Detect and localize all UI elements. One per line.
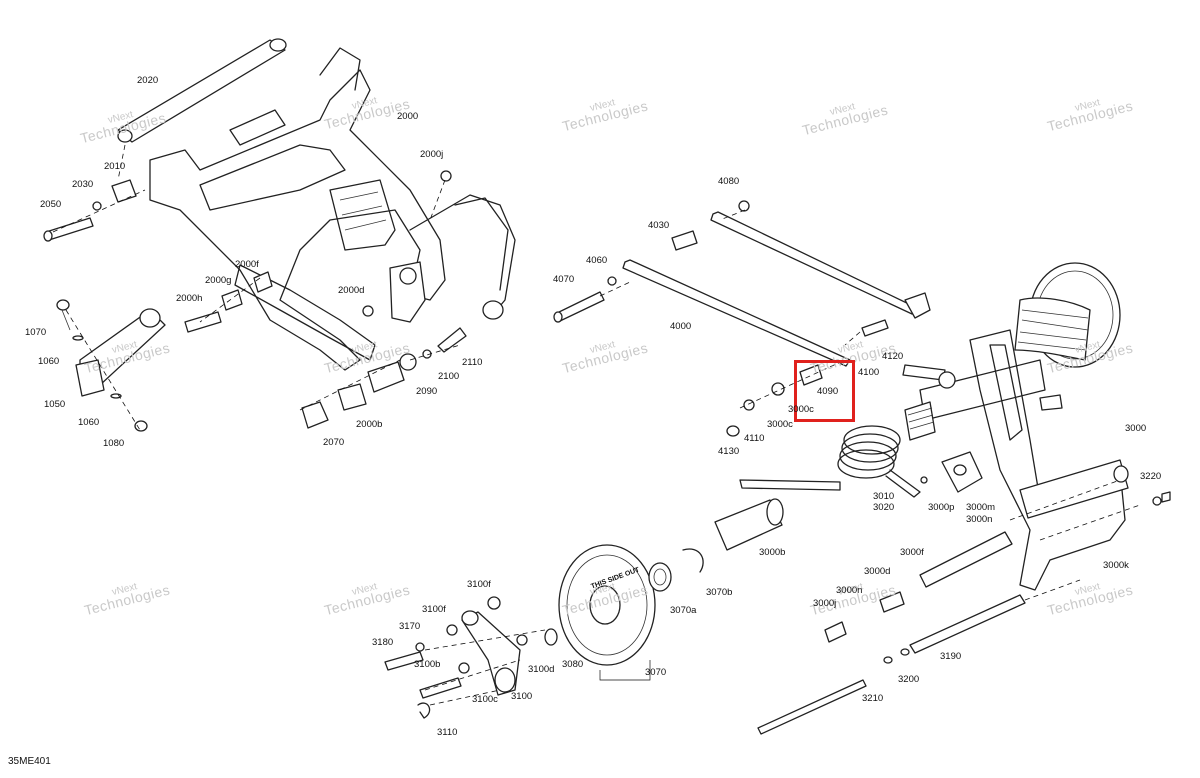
part-label-3210[interactable]: 3210 (862, 693, 884, 704)
link-3100 (384, 596, 546, 719)
part-label-3100[interactable]: 3100 (511, 691, 533, 702)
part-label-3000n-lower[interactable]: 3000n (836, 585, 863, 596)
part-label-3000m[interactable]: 3000m (966, 502, 996, 513)
part-label-3010[interactable]: 3010 (873, 491, 895, 502)
part-label-3000c[interactable]: 3000c (788, 404, 814, 415)
part-label-4100[interactable]: 4100 (858, 367, 880, 378)
part-label-1050[interactable]: 1050 (44, 399, 66, 410)
highlight-box-4090 (794, 360, 855, 422)
part-label-4000[interactable]: 4000 (670, 321, 692, 332)
part-label-3000c-lower[interactable]: 3000c (767, 419, 793, 430)
rails-4000 (553, 200, 931, 437)
part-label-2000b[interactable]: 2000b (356, 419, 383, 430)
torsion-spring-3010 (739, 425, 921, 498)
part-label-3170[interactable]: 3170 (399, 621, 421, 632)
part-label-3110[interactable]: 3110 (437, 727, 458, 738)
part-label-2000d[interactable]: 2000d (338, 285, 365, 296)
part-label-3100c[interactable]: 3100c (472, 694, 498, 705)
part-label-1070[interactable]: 1070 (25, 327, 47, 338)
part-label-4030[interactable]: 4030 (648, 220, 670, 231)
part-label-1060[interactable]: 1060 (38, 356, 60, 367)
part-label-3100d[interactable]: 3100d (528, 664, 555, 675)
part-label-3070[interactable]: 3070 (645, 667, 667, 678)
part-label-4130[interactable]: 4130 (718, 446, 740, 457)
part-label-2010[interactable]: 2010 (104, 161, 126, 172)
part-label-3000b[interactable]: 3000b (759, 547, 786, 558)
part-label-3000[interactable]: 3000 (1125, 423, 1147, 434)
part-label-3180[interactable]: 3180 (372, 637, 394, 648)
part-label-2000j[interactable]: 2000j (420, 149, 444, 160)
part-label-3000k[interactable]: 3000k (1103, 560, 1129, 571)
part-label-3080[interactable]: 3080 (562, 659, 584, 670)
part-label-4120[interactable]: 4120 (882, 351, 904, 362)
part-label-3100f[interactable]: 3100f (467, 579, 491, 590)
idler-wheel-3070 (544, 544, 704, 681)
part-label-3020[interactable]: 3020 (873, 502, 895, 513)
part-label-3000j[interactable]: 3000j (813, 598, 837, 609)
part-label-2100[interactable]: 2100 (438, 371, 460, 382)
part-label-2000[interactable]: 2000 (397, 111, 419, 122)
part-label-3000p[interactable]: 3000p (928, 502, 955, 513)
rear-arm-3000 (714, 262, 1171, 735)
part-label-2090[interactable]: 2090 (416, 386, 438, 397)
part-label-3070b[interactable]: 3070b (706, 587, 733, 598)
part-label-3200[interactable]: 3200 (898, 674, 920, 685)
part-label-3190[interactable]: 3190 (940, 651, 962, 662)
part-label-3070a[interactable]: 3070a (670, 605, 697, 616)
part-label-2110[interactable]: 2110 (462, 357, 483, 368)
part-label-2030[interactable]: 2030 (72, 179, 94, 190)
part-label-3000d[interactable]: 3000d (864, 566, 891, 577)
part-label-3220[interactable]: 3220 (1140, 471, 1162, 482)
part-label-2000g[interactable]: 2000g (205, 275, 232, 286)
part-label-3000n[interactable]: 3000n (966, 514, 993, 525)
part-label-4080[interactable]: 4080 (718, 176, 740, 187)
diagram-code: 35ME401 (8, 756, 51, 767)
part-label-2000h[interactable]: 2000h (176, 293, 203, 304)
part-label-4110[interactable]: 4110 (744, 433, 765, 444)
part-label-3100f-lower[interactable]: 3100f (422, 604, 446, 615)
part-label-2020[interactable]: 2020 (137, 75, 159, 86)
front-arm-2000 (43, 38, 516, 432)
part-label-3100b[interactable]: 3100b (414, 659, 441, 670)
part-label-4060[interactable]: 4060 (586, 255, 608, 266)
part-label-4070[interactable]: 4070 (553, 274, 575, 285)
part-label-1080[interactable]: 1080 (103, 438, 125, 449)
part-label-2000f[interactable]: 2000f (235, 259, 259, 270)
part-label-3000f[interactable]: 3000f (900, 547, 924, 558)
part-label-2070[interactable]: 2070 (323, 437, 345, 448)
part-label-2050[interactable]: 2050 (40, 199, 62, 210)
part-label-4090[interactable]: 4090 (817, 386, 839, 397)
part-label-1060-lower[interactable]: 1060 (78, 417, 100, 428)
